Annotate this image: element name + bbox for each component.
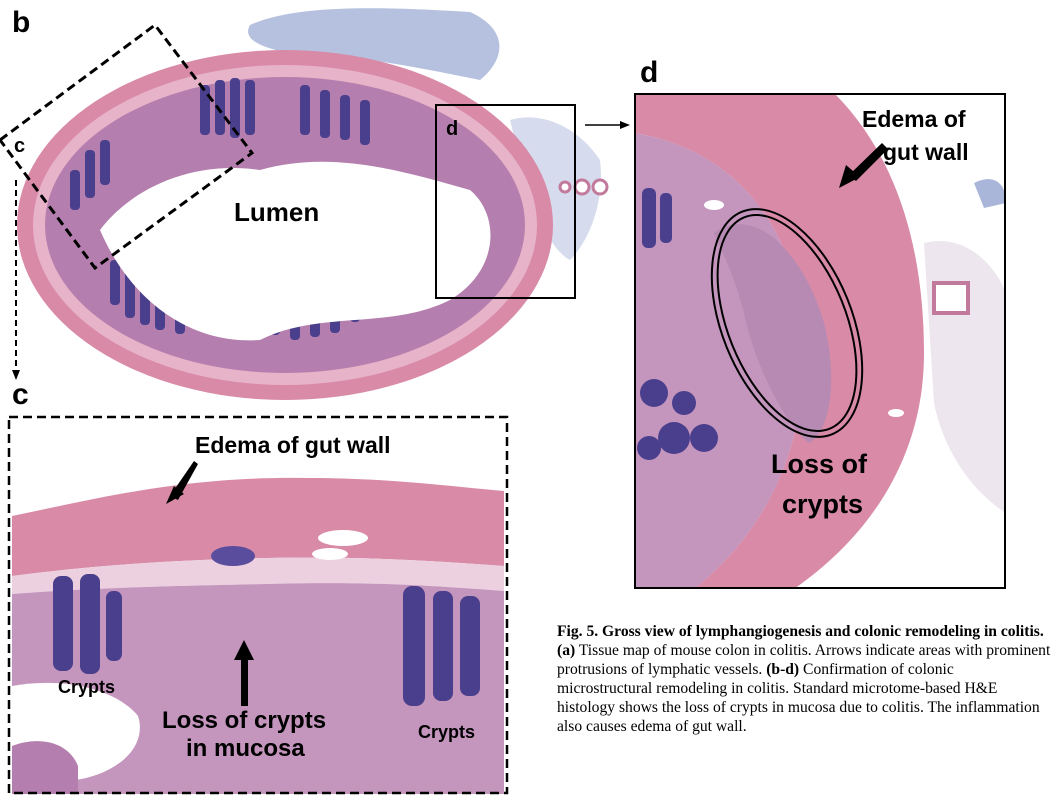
inset-c-letter: c [14,135,26,157]
caption-part-bd-label: (b-d) [766,661,800,678]
edema-label-d-line2: gut wall [883,139,969,165]
crypts-label-left: Crypts [58,677,116,697]
crypts-label-right: Crypts [418,722,476,742]
loss-label-c-line1: Loss of crypts [162,707,327,734]
lumen-label: Lumen [234,197,320,227]
crypts-d [637,188,718,460]
edema-label-d-line1: Edema of [862,106,966,132]
inset-box-d [435,104,576,299]
edema-label-c: Edema of gut wall [195,432,391,458]
panel-c-histology [7,415,509,795]
inset-d-letter: d [446,118,459,140]
panel-label-b: b [12,6,31,39]
lumen-space [100,161,491,341]
crypts-right [403,586,480,706]
crypts-left [53,574,122,674]
caption-title: Fig. 5. Gross view of lymphangiogenesis … [557,623,1044,640]
figure-caption: Fig. 5. Gross view of lymphangiogenesis … [557,622,1052,736]
loss-arrow-c [241,656,248,706]
caption-part-bd-text: Confirmation of colonic microstructural … [557,661,1040,735]
edema-arrow-d [849,143,888,181]
panel-label-d: d [640,56,659,89]
mounting-gel [248,8,500,81]
inset-box-c [0,22,255,271]
loss-label-c-line2: in mucosa [186,735,305,762]
panel-d-histology [634,93,1006,589]
caption-part-a-label: (a) [557,642,576,659]
loss-label-d-line1: Loss of [771,449,868,479]
crypt-loss-outline [710,208,864,438]
panel-label-c: c [12,378,29,411]
loss-label-d-line2: crypts [782,489,864,519]
caption-part-a-text: Tissue map of mouse colon in colitis. Ar… [557,642,1051,678]
